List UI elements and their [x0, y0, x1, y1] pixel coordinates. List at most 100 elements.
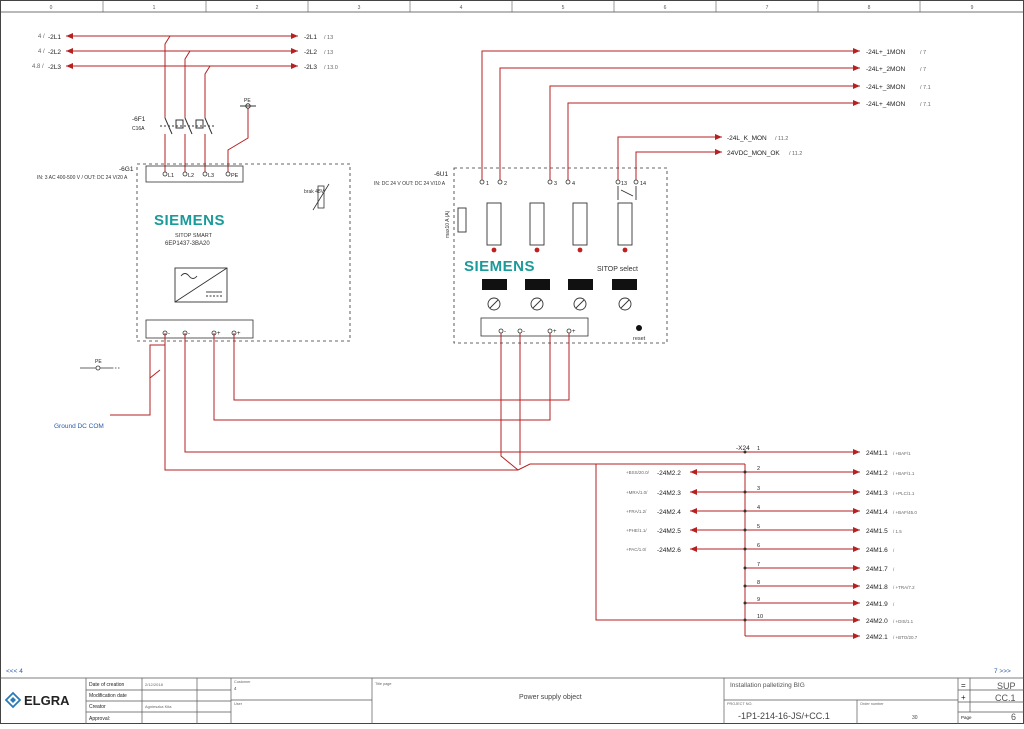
- rout-ref-9: /: [893, 602, 895, 607]
- select-module-reset-label: reset: [633, 336, 646, 342]
- sel-bot-minus-2: -: [523, 329, 525, 335]
- input-ref-2: 4 /: [38, 49, 45, 55]
- feed-ref-5: +PAC/1.0/: [626, 547, 647, 552]
- rout-label-7: 24M1.7: [866, 566, 888, 573]
- title-block: [0, 677, 1024, 724]
- term-num-2: 2: [757, 466, 760, 472]
- term-num-3: 3: [757, 486, 760, 492]
- breaker-tag: -6F1: [132, 116, 146, 123]
- out-ref-mon-ok: / 11.2: [789, 151, 802, 157]
- sel-term-14: 14: [640, 181, 646, 187]
- psu-spec: IN: 3 AC 400-500 V / OUT: DC 24 V/20 A: [37, 175, 128, 181]
- psu-part-number: 6EP1437-3BA20: [165, 241, 210, 247]
- row-creator: Creator: [89, 704, 106, 710]
- input-label-2: -2L2: [48, 49, 61, 56]
- psu-box: [136, 163, 351, 342]
- psu-adjust-label: brak 48V: [304, 189, 325, 195]
- grid-col-2: 2: [256, 5, 259, 11]
- rout-ref-8: / +TRA/7.2: [893, 585, 915, 590]
- rout-label-2: 24M1.2: [866, 470, 888, 477]
- rout-label-9: 24M1.9: [866, 601, 888, 608]
- output-label-2L2: -2L2: [304, 49, 317, 56]
- select-module-bottom-terminals: - - + +: [504, 329, 576, 335]
- select-module-top-terminals: 1 2 3 4 13 14: [486, 181, 646, 187]
- sel-term-4: 4: [572, 181, 575, 187]
- rout-ref-4: / +BAF/45.0: [893, 510, 917, 515]
- grid-col-0: 0: [50, 5, 53, 11]
- rout-ref-11: / +BTO/20.7: [893, 635, 918, 640]
- input-label-1: -2L1: [48, 34, 61, 41]
- input-label-3: -2L3: [48, 64, 61, 71]
- nav-prev-page[interactable]: <<< 4: [6, 668, 23, 675]
- ground-pe: PE: [95, 359, 102, 365]
- location-sign-plus: +: [961, 693, 966, 702]
- psu-converter-icon: [174, 267, 228, 303]
- out-ref-k-mon: / 11.2: [775, 136, 788, 142]
- out-ref-2mon: / 7: [920, 67, 926, 73]
- title-block-rows: Date of creation 2/12/2018 Modification …: [89, 680, 392, 722]
- nav-next-page[interactable]: 7 >>>: [994, 668, 1011, 675]
- rout-label-8: 24M1.8: [866, 584, 888, 591]
- order-number-value: 30: [912, 715, 918, 721]
- row-date-value: 2/12/2018: [145, 682, 164, 687]
- out-ref-4mon: / 7.1: [920, 102, 931, 108]
- input-ref-1: 4 /: [38, 34, 45, 40]
- row-approval: Approval:: [89, 716, 110, 722]
- user-label: User: [234, 702, 243, 706]
- out-ref-1mon: / 7: [920, 50, 926, 56]
- term-num-7: 7: [757, 562, 760, 568]
- location-sup: SUP: [997, 681, 1016, 691]
- psu-output-terminal-block: [145, 319, 254, 339]
- output-ref-2L1: / 13: [324, 35, 333, 41]
- feed-ref-2: +MRA/1.0/: [626, 490, 648, 495]
- column-grid: 0 1 2 3 4 5 6 7 8 9: [50, 0, 974, 12]
- out-label-1mon: -24L+_1MON: [866, 49, 906, 56]
- page-number: 6: [1011, 712, 1016, 722]
- sel-term-13: 13: [621, 181, 627, 187]
- right-output-labels: 24M1.1 / +BAF/1 24M1.2 / +BAF/1.1 24M1.3…: [866, 450, 918, 641]
- out-label-2mon: -24L+_2MON: [866, 66, 906, 73]
- term-num-4: 4: [757, 505, 760, 511]
- feed-label-2: -24M2.3: [657, 490, 681, 497]
- project-no-label: PROJECT NO.: [727, 702, 752, 706]
- feed-label-4: -24M2.5: [657, 528, 681, 535]
- output-ref-2L3: / 13.0: [324, 65, 338, 71]
- ground-symbol: PE Ground DC COM: [54, 359, 120, 430]
- out-label-mon-ok: 24VDC_MON_OK: [727, 150, 780, 157]
- order-number-label: Order number: [860, 702, 884, 706]
- logo-text: ELGRA: [24, 693, 70, 708]
- term-num-5: 5: [757, 524, 760, 530]
- rout-label-4: 24M1.4: [866, 509, 888, 516]
- psu-term-pe: PE: [231, 173, 239, 179]
- output-label-2L1: -2L1: [304, 34, 317, 41]
- rout-label-3: 24M1.3: [866, 490, 888, 497]
- psu-out-plus-1: +: [217, 331, 221, 337]
- top-output-wires: [481, 48, 860, 180]
- grid-col-4: 4: [460, 5, 463, 11]
- rout-label-5: 24M1.5: [866, 528, 888, 535]
- customer-label: Customer: [234, 680, 251, 684]
- dc-wiring: [110, 333, 860, 636]
- breaker-rating: C16A: [132, 126, 145, 132]
- rout-ref-7: /: [893, 567, 895, 572]
- psu-term-l3: L3: [208, 173, 214, 179]
- ac-input-lines: [66, 33, 298, 174]
- out-label-4mon: -24L+_4MON: [866, 101, 906, 108]
- psu-tag: -6G1: [119, 166, 134, 173]
- customer-value: 4: [234, 686, 237, 691]
- location-cc: CC.1: [995, 693, 1016, 703]
- title-page-label: Title page: [375, 682, 392, 686]
- terminal-strip-dots: [743, 450, 747, 622]
- rout-ref-6: /: [893, 548, 895, 553]
- select-module-box: [453, 167, 668, 344]
- rout-label-6: 24M1.6: [866, 547, 888, 554]
- out-label-k-mon: -24L_K_MON: [727, 135, 767, 142]
- row-modification-date: Modification date: [89, 693, 127, 699]
- location-sign-equals: =: [961, 681, 966, 690]
- elgra-logo: ELGRA: [4, 691, 70, 709]
- sel-bot-plus-1: +: [553, 329, 557, 335]
- sheet-title: Power supply object: [519, 694, 582, 701]
